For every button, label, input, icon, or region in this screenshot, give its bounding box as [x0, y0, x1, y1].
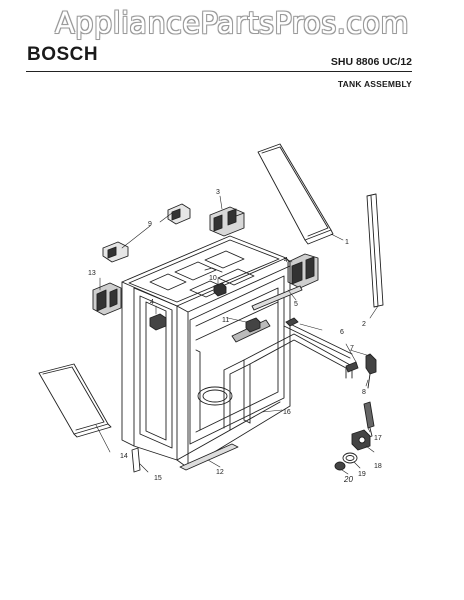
model-number: SHU 8806 UC/12 [330, 56, 412, 68]
leader-lines [95, 195, 379, 475]
part-1-side-panel [257, 143, 334, 245]
callout-17: 17 [374, 435, 382, 442]
callout-11: 11 [222, 317, 229, 324]
callout-1: 1 [345, 239, 349, 246]
part-11-fitting [245, 317, 261, 333]
part-4-bracket-right [287, 253, 319, 289]
part-2-strip [366, 193, 384, 308]
callout-12: 12 [216, 469, 224, 476]
part-7-connector [345, 361, 359, 373]
callout-8: 8 [362, 389, 366, 396]
part-20-nut [334, 461, 346, 471]
callout-16: 16 [283, 409, 291, 416]
callout-3: 3 [216, 189, 220, 196]
callout-9: 9 [148, 221, 152, 228]
part-18-elbow [351, 429, 371, 451]
callout-4-left: 4 [150, 299, 154, 306]
callout-18: 18 [374, 463, 382, 470]
callout-10: 10 [209, 275, 217, 282]
brand-logo: BOSCH [27, 44, 99, 65]
part-19-ring [342, 452, 358, 464]
part-6-tube [283, 317, 353, 359]
callout-13: 13 [88, 270, 96, 277]
callout-2: 2 [362, 321, 366, 328]
part-15-post [131, 447, 141, 473]
part-12-rail [179, 443, 239, 471]
callout-6: 6 [340, 329, 344, 336]
callout-7: 7 [350, 345, 354, 352]
callout-4-right: 4 [284, 257, 288, 264]
callout-5: 5 [294, 301, 298, 308]
part-4-holder-left [149, 313, 167, 331]
part-8-connector [365, 353, 377, 389]
watermark: AppliancePartsPros.com [55, 6, 409, 40]
part-9-bracket-a [167, 203, 191, 225]
part-14-panel [38, 363, 112, 438]
callout-15: 15 [154, 475, 162, 482]
part-9-bracket-b [102, 241, 129, 263]
part-3-bracket [209, 206, 245, 237]
callout-labels: 1 2 3 4 4 5 6 7 8 9 10 11 12 13 14 15 16… [88, 189, 382, 484]
part-10-fitting [213, 282, 227, 297]
callout-20: 20 [343, 475, 353, 484]
tank-body [121, 235, 291, 469]
section-title: TANK ASSEMBLY [337, 79, 412, 89]
callout-19: 19 [358, 471, 366, 478]
part-13-bracket [92, 282, 122, 316]
callout-14: 14 [120, 453, 128, 460]
header-rule [26, 71, 412, 72]
